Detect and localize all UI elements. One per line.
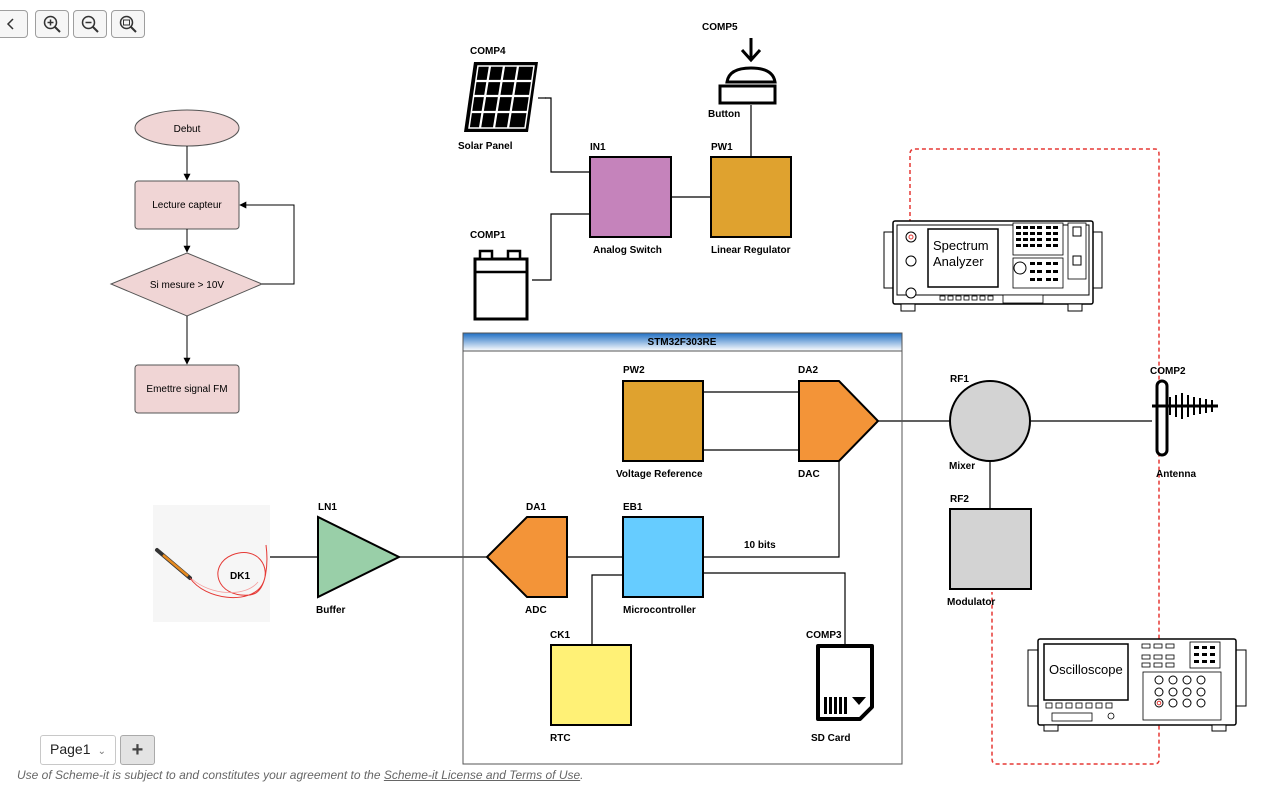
zoom-out-button[interactable] — [73, 10, 107, 38]
chevron-down-icon: ⌄ — [97, 746, 106, 757]
ck1-name: RTC — [550, 733, 571, 744]
comp4-name: Solar Panel — [458, 141, 513, 152]
antenna-component[interactable]: COMP2 Antenna — [1150, 366, 1218, 480]
flow-decision-label: Si mesure > 10V — [150, 280, 225, 291]
rf2-name: Modulator — [947, 597, 995, 608]
linear-regulator-block[interactable]: PW1 Linear Regulator — [710, 142, 792, 256]
da1-name: ADC — [525, 605, 547, 616]
adc-block[interactable]: DA1 ADC — [485, 502, 568, 616]
bus-width-label: 10 bits — [744, 540, 776, 551]
flow-emit-node[interactable] — [134, 364, 240, 414]
flow-emit-label: Emettre signal FM — [146, 384, 227, 395]
flowchart: Debut Lecture capteur Si mesure > 10V Em… — [109, 109, 295, 414]
dk1-ref: DK1 — [230, 571, 250, 582]
rf1-ref: RF1 — [950, 374, 969, 385]
rf2-ref: RF2 — [950, 494, 969, 505]
modulator-block[interactable]: RF2 Modulator — [947, 494, 1032, 608]
comp3-name: SD Card — [811, 733, 850, 744]
zoom-fit-icon — [119, 15, 137, 33]
zoom-in-icon — [43, 15, 61, 33]
microcontroller-block[interactable]: EB1 Microcontroller — [622, 502, 704, 616]
comp2-ref: COMP2 — [1150, 366, 1186, 377]
comp1-ref: COMP1 — [470, 230, 506, 241]
wires — [270, 97, 1152, 645]
flow-start-label: Debut — [174, 124, 201, 135]
sd-card-component[interactable]: COMP3 SD Card — [806, 630, 874, 744]
stm32-container[interactable]: STM32F303RE — [462, 332, 903, 765]
push-button-component[interactable]: COMP5 Button — [702, 22, 777, 120]
back-button[interactable] — [0, 10, 28, 38]
probe-sensor-component[interactable]: DK1 — [153, 505, 270, 622]
comp5-name: Button — [708, 109, 740, 120]
ln1-ref: LN1 — [318, 502, 337, 513]
da2-ref: DA2 — [798, 365, 818, 376]
footer-prefix: Use of Scheme-it is subject to and const… — [17, 768, 384, 782]
zoom-out-icon — [81, 15, 99, 33]
dac-block[interactable]: DA2 DAC — [798, 365, 880, 480]
oscilloscope-instrument[interactable]: Oscilloscope — [1027, 638, 1247, 732]
zoom-fit-button[interactable] — [111, 10, 145, 38]
rtc-block[interactable]: CK1 RTC — [550, 630, 632, 744]
add-page-button[interactable]: + — [120, 735, 155, 765]
page-selector-value: Page1 — [50, 741, 91, 757]
stm32-title: STM32F303RE — [648, 337, 717, 348]
ln1-name: Buffer — [316, 605, 346, 616]
da2-name: DAC — [798, 469, 820, 480]
voltage-reference-block[interactable]: PW2 Voltage Reference — [616, 365, 704, 480]
eb1-name: Microcontroller — [623, 605, 696, 616]
chevron-left-icon — [6, 18, 14, 30]
buffer-block[interactable]: LN1 Buffer — [316, 502, 402, 616]
license-terms-link[interactable]: Scheme-it License and Terms of Use — [383, 768, 581, 782]
solar-panel-component[interactable]: COMP4 Solar Panel — [458, 46, 546, 152]
ck1-ref: CK1 — [550, 630, 570, 641]
in1-name: Analog Switch — [593, 245, 662, 256]
comp5-ref: COMP5 — [702, 22, 738, 33]
page-selector[interactable]: Page1 ⌄ — [40, 735, 116, 765]
analog-switch-block[interactable]: IN1 Analog Switch — [589, 142, 672, 256]
rf1-name: Mixer — [949, 461, 975, 472]
terms-footer: Use of Scheme-it is subject to and const… — [17, 768, 584, 782]
zoom-in-button[interactable] — [35, 10, 69, 38]
in1-ref: IN1 — [590, 142, 606, 153]
mixer-block[interactable]: RF1 Mixer — [949, 374, 1031, 472]
comp3-ref: COMP3 — [806, 630, 842, 641]
pw2-ref: PW2 — [623, 365, 645, 376]
comp2-name: Antenna — [1156, 469, 1196, 480]
pw2-name: Voltage Reference — [616, 469, 703, 480]
pw1-ref: PW1 — [711, 142, 733, 153]
eb1-ref: EB1 — [623, 502, 643, 513]
battery-component[interactable]: COMP1 — [470, 230, 529, 321]
comp4-ref: COMP4 — [470, 46, 506, 57]
footer-suffix: . — [580, 768, 584, 782]
oscilloscope-title: Oscilloscope — [1049, 662, 1123, 677]
da1-ref: DA1 — [526, 502, 546, 513]
pw1-name: Linear Regulator — [711, 245, 791, 256]
flow-read-label: Lecture capteur — [152, 200, 222, 211]
